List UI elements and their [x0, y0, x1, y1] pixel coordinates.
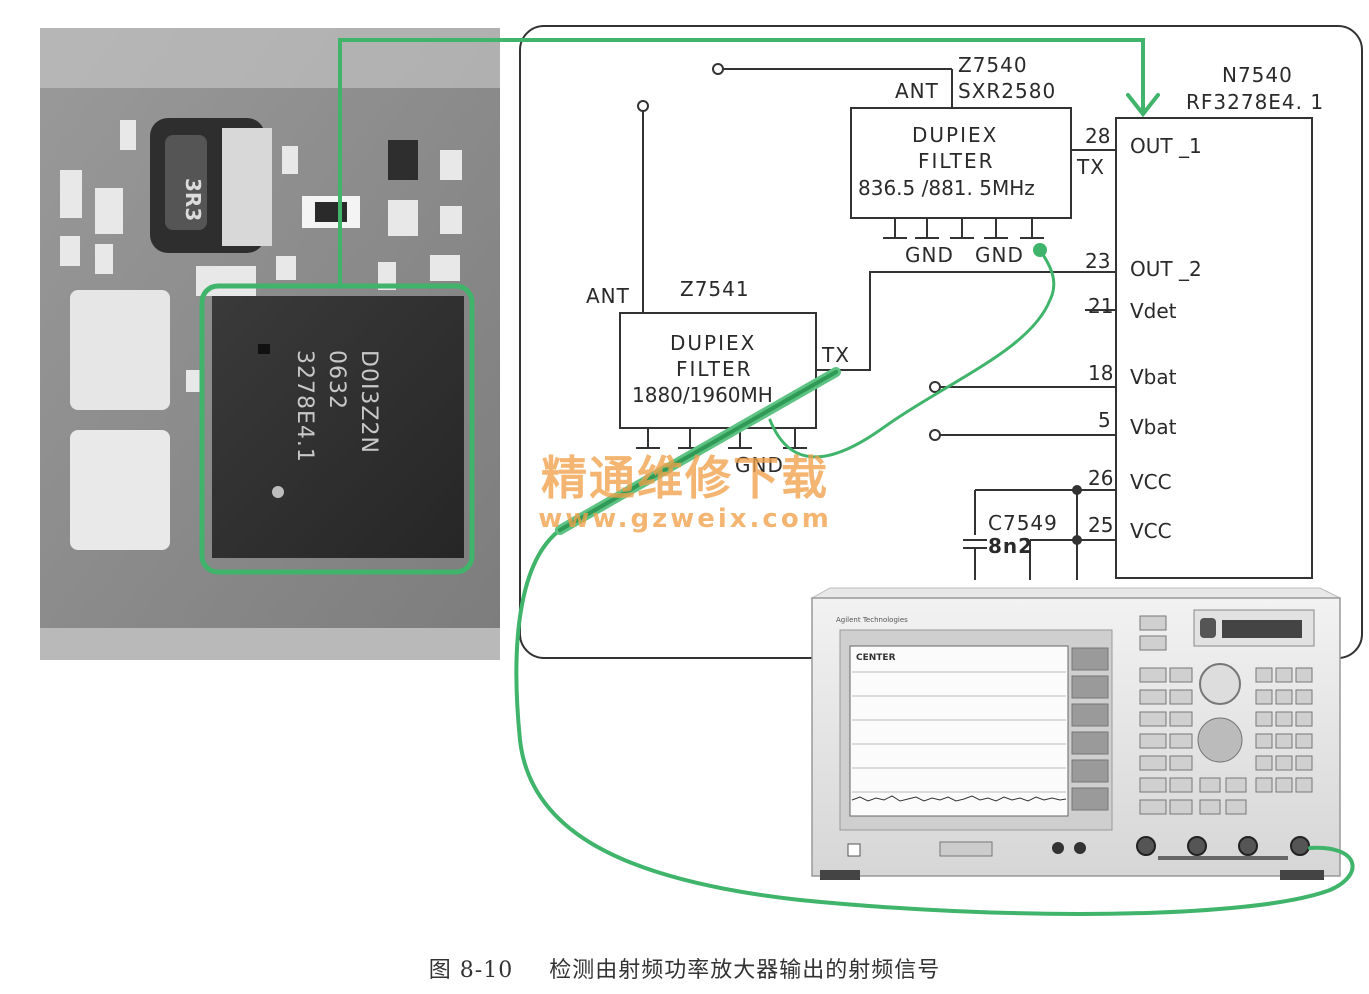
z7541-tx: TX	[821, 343, 850, 367]
pin-18-num: 18	[1088, 361, 1113, 385]
inductor-marking: 3R3	[181, 178, 205, 221]
pin-21-name: Vdet	[1130, 299, 1177, 323]
ic-marking-line-2: 0632	[324, 350, 349, 410]
z7540-title-2: FILTER	[918, 149, 995, 173]
z7541-gnd: GND	[735, 453, 784, 477]
n7540-ref: N7540	[1222, 63, 1293, 87]
z7541-title-2: FILTER	[676, 357, 753, 381]
schematic	[519, 25, 1363, 659]
pa-ic-chip: 3278E4.1 0632 D0I3Z2N	[212, 296, 464, 558]
z7541-freq: 1880/1960MH	[632, 383, 773, 407]
z7540-ref: Z7540	[958, 53, 1028, 77]
analyzer-brand: Agilent Technologies	[836, 616, 908, 624]
z7540-title-1: DUPIEX	[912, 123, 998, 147]
z7540-part: SXR2580	[958, 79, 1056, 103]
spectrum-analyzer: Agilent Technologies CENTER	[810, 587, 1341, 880]
schematic-labels: N7540 RF3278E4. 1 Z7540 ANT SXR2580 DUPI…	[586, 53, 1324, 558]
pin-26-name: VCC	[1130, 470, 1172, 494]
inductor-component: 3R3	[150, 118, 272, 253]
cap-ref: C7549	[988, 511, 1058, 535]
cap-value: 8n2	[988, 534, 1033, 558]
z7540-freq: 836.5 /881. 5MHz	[858, 176, 1035, 200]
z7540-gnd-2: GND	[975, 243, 1024, 267]
pin-5-name: Vbat	[1130, 415, 1177, 439]
z7540-tx: TX	[1076, 155, 1105, 179]
pin-23-num: 23	[1085, 249, 1110, 273]
pin-25-num: 25	[1088, 513, 1113, 537]
figure-caption-text: 检测由射频功率放大器输出的射频信号	[549, 958, 941, 983]
ic-marking-line-3: D0I3Z2N	[356, 350, 381, 454]
pin-26-num: 26	[1088, 466, 1113, 490]
analyzer-ports	[847, 836, 1310, 860]
probe-cable-main	[514, 528, 1355, 916]
probe-wires	[338, 38, 1355, 916]
screen-center-label: CENTER	[856, 653, 896, 663]
z7541-ref: Z7541	[680, 277, 750, 301]
z7541-ant: ANT	[586, 284, 630, 308]
chip-highlight	[199, 283, 475, 575]
ic-marking-line-1: 3278E4.1	[292, 350, 317, 463]
pin-28-num: 28	[1085, 124, 1110, 148]
arrow-head	[1126, 93, 1160, 118]
pin-23-name: OUT _2	[1130, 257, 1202, 281]
pin-21-num: 21	[1088, 294, 1113, 318]
noise-trace	[851, 795, 1067, 802]
shield-pads	[70, 290, 170, 550]
pin-18-name: Vbat	[1130, 365, 1177, 389]
z7540-gnd-stubs	[883, 218, 1044, 239]
analyzer-keypad	[1139, 609, 1315, 815]
z7541-title-1: DUPIEX	[670, 331, 756, 355]
z7540-gnd-1: GND	[905, 243, 954, 267]
pin-25-name: VCC	[1130, 519, 1172, 543]
pin-28-name: OUT _1	[1130, 134, 1202, 158]
n7540-box	[1115, 117, 1313, 579]
analyzer-screen: CENTER	[849, 645, 1109, 817]
figure-number: 图 8-10	[428, 958, 514, 983]
probe-ground-lead	[768, 248, 1056, 459]
probe-wire-out1	[338, 38, 1145, 288]
pcb-photo: 3R3	[40, 28, 500, 660]
pin-5-num: 5	[1098, 408, 1111, 432]
n7540-part: RF3278E4. 1	[1186, 90, 1324, 114]
z7540-ant: ANT	[895, 79, 939, 103]
z7541-gnd-stubs	[636, 428, 807, 449]
figure-caption: 图 8-10 检测由射频功率放大器输出的射频信号	[0, 952, 1369, 984]
